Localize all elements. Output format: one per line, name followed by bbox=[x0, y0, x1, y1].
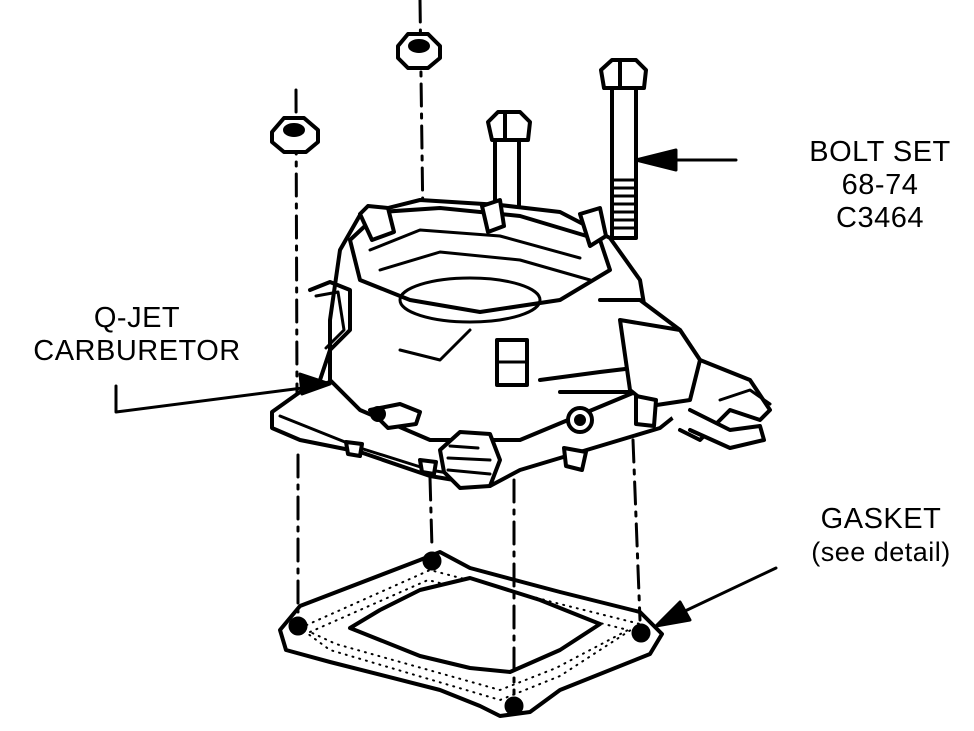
gasket-label: GASKET (see detail) bbox=[788, 503, 974, 569]
carburetor-label-line2: CARBURETOR bbox=[33, 335, 241, 367]
bolt-right bbox=[599, 58, 648, 240]
hex-nut-center bbox=[396, 32, 442, 70]
bolt-set-title: BOLT SET bbox=[809, 136, 951, 168]
gasket-label-title: GASKET bbox=[820, 503, 942, 535]
carburetor-label-line1: Q-JET bbox=[93, 302, 181, 334]
leader-bolt-set bbox=[634, 148, 738, 172]
carburetor-label: Q-JET CARBURETOR bbox=[2, 302, 272, 368]
bolt-set-years: 68-74 bbox=[841, 169, 919, 201]
hex-nut-left bbox=[270, 116, 320, 154]
gasket-drawing bbox=[278, 550, 664, 718]
leader-carburetor bbox=[114, 372, 332, 414]
bolt-set-label: BOLT SET 68-74 C3464 bbox=[780, 136, 974, 235]
leader-gasket bbox=[654, 566, 778, 628]
bolt-set-part-number: C3464 bbox=[836, 202, 924, 234]
carburetor-body bbox=[270, 198, 772, 490]
gasket-label-note: (see detail) bbox=[811, 537, 951, 567]
